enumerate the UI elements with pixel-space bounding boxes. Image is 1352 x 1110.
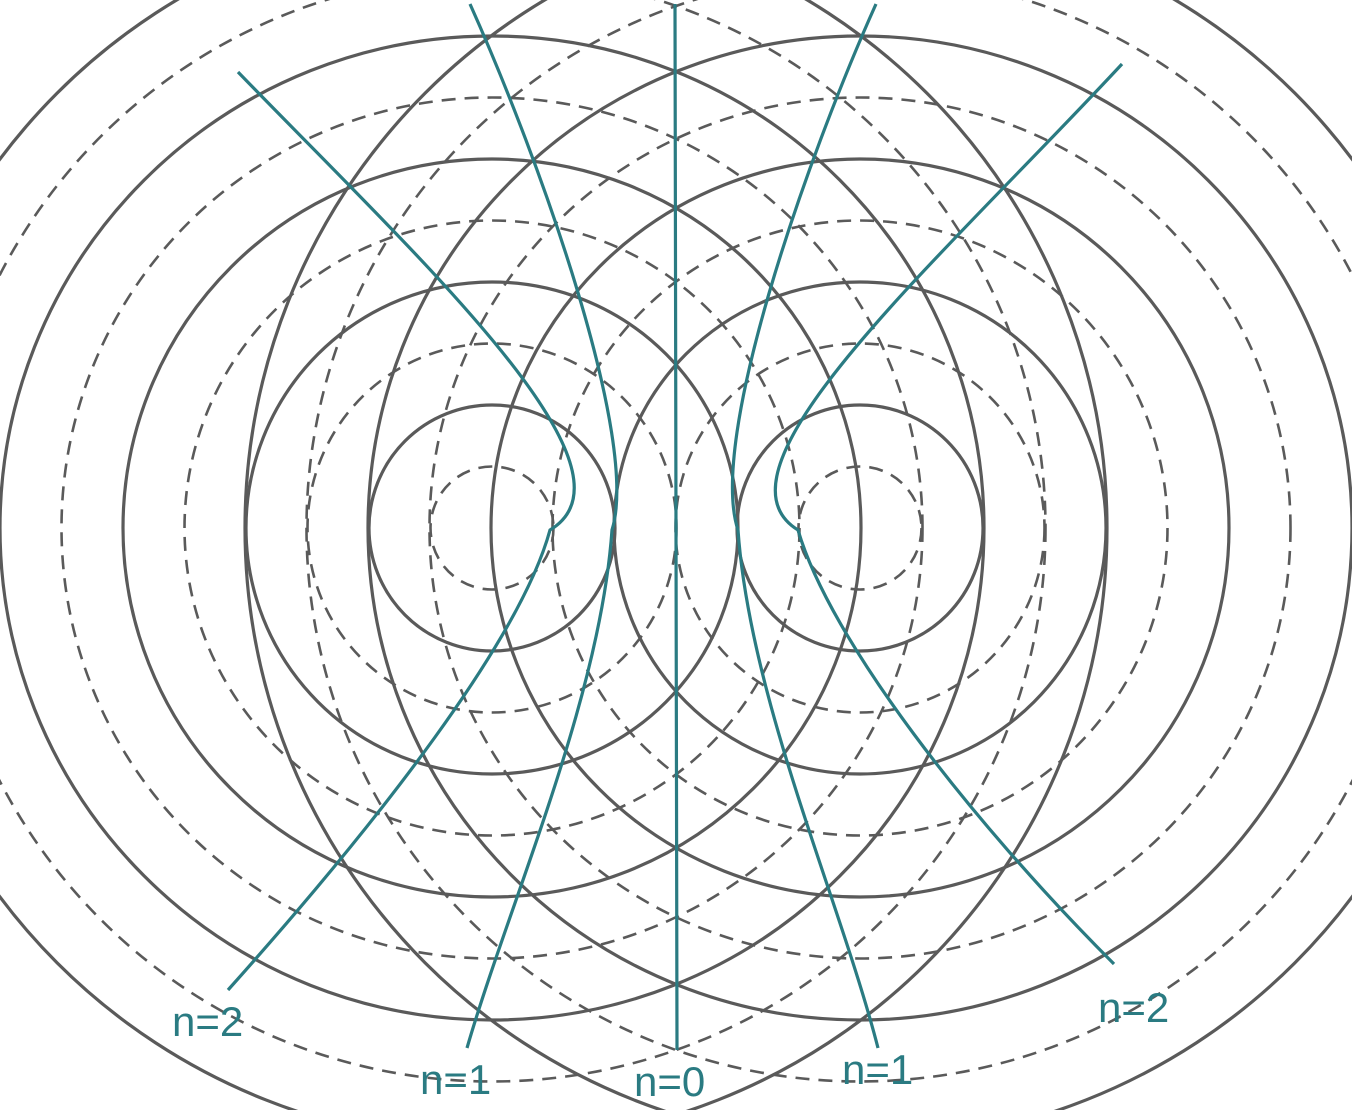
right-crest-ring-6: [489, 157, 1231, 899]
label-right-n1: n=1: [842, 1046, 913, 1093]
right-crest-ring-10: [243, 0, 1352, 1110]
label-left-n2: n=2: [172, 998, 243, 1045]
right-trough-ring-1: [797, 465, 923, 591]
nodal-line-right-n2: [773, 62, 1124, 966]
left-trough-ring-9: [0, 0, 1047, 1083]
left-crest-ring-6: [121, 157, 863, 899]
nodal-line-center-n0: [673, 3, 679, 1051]
right-trough-ring-5: [551, 219, 1169, 837]
right-trough-ring-7: [428, 96, 1292, 960]
nodal-line-right-n1: [730, 3, 880, 1049]
label-center-n0: n=0: [634, 1058, 705, 1105]
label-left-n1: n=1: [420, 1056, 491, 1103]
nodal-lines: [226, 3, 1124, 1051]
right-trough-ring-9: [305, 0, 1352, 1083]
nodal-line-left-n1: [465, 3, 619, 1049]
nodal-line-left-n2: [226, 70, 576, 992]
right-crest-ring-8: [366, 34, 1352, 1022]
right-source-wavefronts: [243, 0, 1352, 1110]
label-right-n2: n=2: [1098, 984, 1169, 1031]
